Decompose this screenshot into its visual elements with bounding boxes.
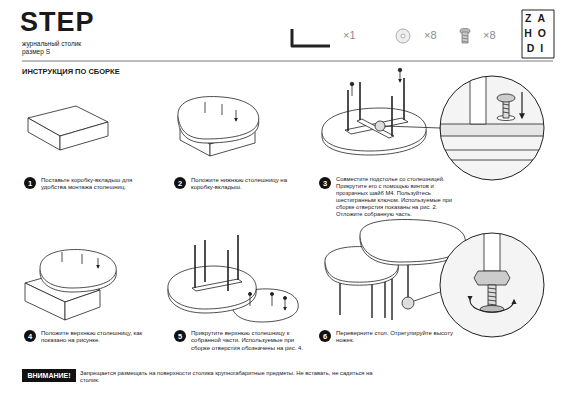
- logo-letters: ZA: [522, 12, 554, 25]
- subtitle: размер S: [22, 48, 142, 56]
- box-with-tabletop: [178, 97, 259, 156]
- step-number-text: 6: [319, 330, 331, 342]
- detail-zoom-screw: [440, 60, 550, 186]
- logo-letters: HO: [522, 27, 554, 40]
- warning-box: ВНИМАНИЕ!: [22, 369, 76, 382]
- step-number-text: 2: [174, 177, 186, 189]
- detail-zoom-foot: [440, 225, 550, 343]
- step-text: Прикрутите верхнюю столешницу к собранно…: [191, 330, 309, 352]
- screw-icon: [460, 29, 470, 44]
- quantity: ×1: [343, 29, 373, 42]
- step-number-text: 5: [174, 330, 186, 342]
- logo-frame: [522, 10, 554, 58]
- section-heading: ИНСТРУКЦИЯ ПО СБОРКЕ: [22, 67, 222, 76]
- step-text: Переверните стол. Отрегулируйте высоту н…: [336, 330, 456, 345]
- divider: [22, 61, 553, 62]
- step-text: Положите верхнюю столешницу, как показан…: [41, 330, 151, 345]
- quantity: ×8: [424, 29, 454, 42]
- title: STEP: [20, 6, 95, 39]
- step-number-text: 1: [24, 177, 36, 189]
- step-number: 5: [174, 330, 186, 342]
- box-with-top-tabletop: [25, 250, 116, 320]
- assembled-tabletops: [168, 235, 298, 322]
- step-number-text: 3: [319, 177, 331, 189]
- subtitle: журнальный столик: [22, 40, 142, 48]
- step-number-text: 4: [24, 330, 36, 342]
- warning-heading: ВНИМАНИЕ!: [22, 369, 76, 382]
- step-text: Поставьте коробку-вкладыш для удобства м…: [41, 177, 151, 192]
- step-number: 1: [24, 177, 36, 189]
- step-number: 4: [24, 330, 36, 342]
- step-text: Совместите подстолье со столешницей. При…: [336, 176, 464, 218]
- warning-text: Запрещается размещать на поверхности сто…: [80, 370, 380, 384]
- step-number: 6: [319, 330, 331, 342]
- tabletop-with-frame: [322, 68, 440, 155]
- quantity: ×8: [483, 29, 513, 42]
- step-number: 2: [174, 177, 186, 189]
- washer-icon: [396, 29, 410, 43]
- hex-key-icon: [292, 29, 330, 46]
- logo-letters: DI: [522, 42, 554, 55]
- step-text: Положите нижнюю столешницу на коробку-вк…: [191, 177, 301, 192]
- step-number: 3: [319, 177, 331, 189]
- box-insert: [28, 106, 108, 150]
